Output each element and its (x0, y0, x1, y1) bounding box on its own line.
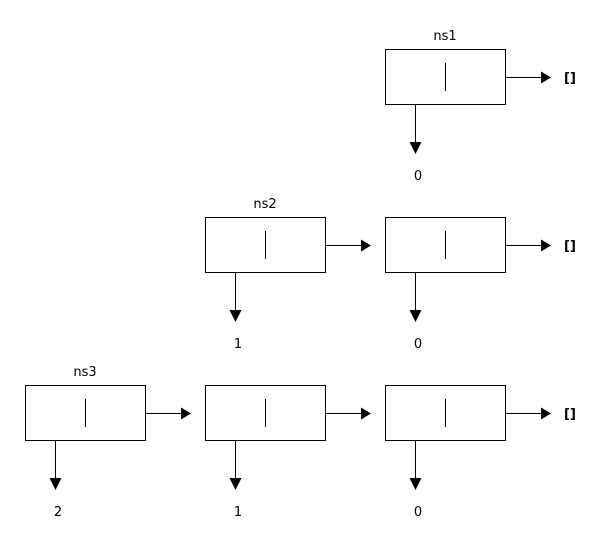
cons-cell (385, 49, 506, 105)
list-ns3: ns3 2 1 (25, 365, 576, 520)
car-pointer-arrow (409, 441, 422, 490)
car-value: 0 (414, 169, 422, 184)
car-pointer-arrow (229, 273, 242, 322)
nil-terminator: [] (564, 239, 576, 254)
car-value: 1 (234, 337, 242, 352)
car-value: 0 (414, 337, 422, 352)
nil-terminator: [] (564, 71, 576, 86)
car-pointer-arrow (49, 441, 62, 490)
list-label-ns2: ns2 (253, 197, 276, 212)
car-value: 0 (414, 505, 422, 520)
cons-cell (205, 217, 326, 273)
nil-terminator: [] (564, 407, 576, 422)
list-label-ns1: ns1 (433, 29, 456, 44)
car-value: 2 (54, 505, 62, 520)
next-pointer-arrow (145, 407, 191, 420)
car-pointer-arrow (409, 105, 422, 154)
next-pointer-arrow (505, 407, 551, 420)
cons-cell (385, 217, 506, 273)
list-ns1: ns1 [] 0 (385, 29, 576, 184)
cons-cell (25, 385, 146, 441)
car-pointer-arrow (409, 273, 422, 322)
car-pointer-arrow (229, 441, 242, 490)
list-label-ns3: ns3 (73, 365, 96, 380)
cons-cell (205, 385, 326, 441)
next-pointer-arrow (505, 239, 551, 252)
next-pointer-arrow (325, 407, 371, 420)
cons-cell (385, 385, 506, 441)
next-pointer-arrow (325, 239, 371, 252)
car-value: 1 (234, 505, 242, 520)
list-ns2: ns2 1 [] 0 (205, 197, 576, 352)
next-pointer-arrow (505, 71, 551, 84)
